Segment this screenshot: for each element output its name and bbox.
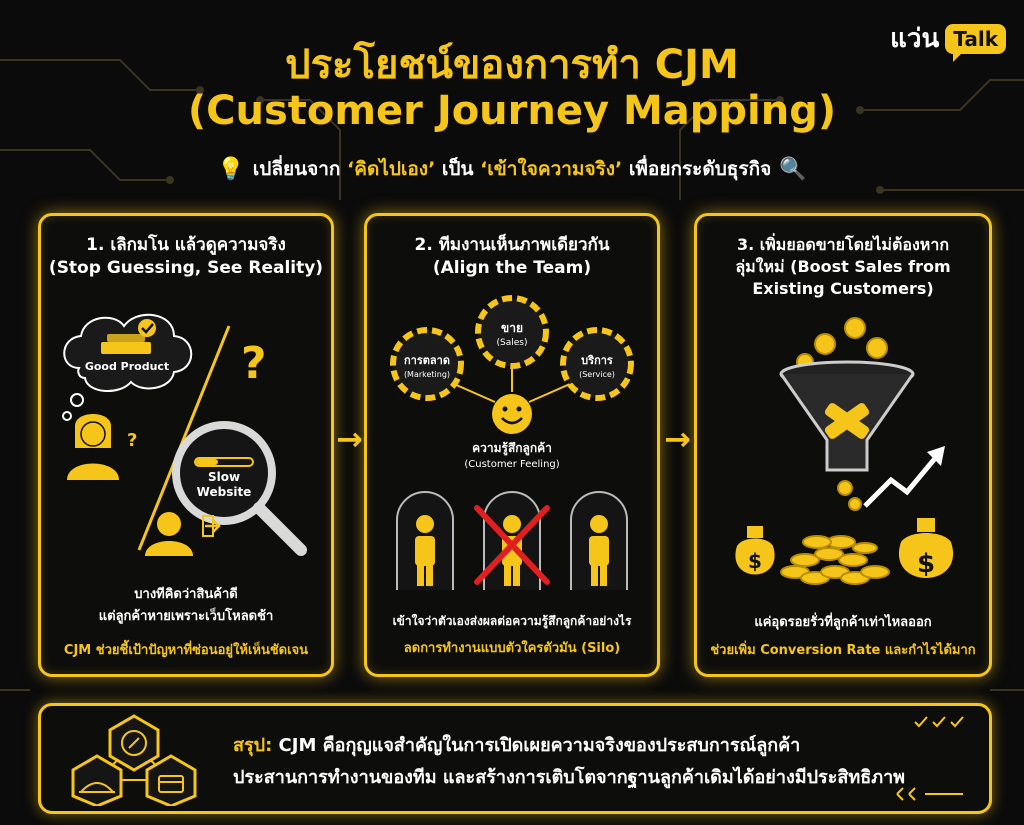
benefit-panel-2: 2. ทีมงานเห็นภาพเดียวกัน (Align the Team… [364,213,660,677]
chevrons-decoration [896,787,963,801]
summary-illustration [71,714,197,806]
leaving-customer-icon [145,512,221,556]
benefit-panel-1: 1. เลิกมโน แล้วดูความจริง (Stop Guessing… [38,213,334,677]
brand-prefix: แว่น [890,24,940,54]
panel-1-title: 1. เลิกมโน แล้วดูความจริง (Stop Guessing… [41,234,331,280]
svg-text:$: $ [748,549,762,573]
bridge-icon [71,754,123,806]
subtitle-part2: เป็น [435,158,481,180]
magnifier-icon: 🔍 [779,157,807,182]
gear-sales-label-en: (Sales) [497,338,528,348]
panel-2-body-1: เข้าใจว่าตัวเองส่งผลต่อความรู้สึกลูกค้าอ… [392,614,632,628]
summary-line-1: สรุป: CJM คือกุญแจสำคัญในการเปิดเผยความจ… [233,730,800,759]
panel-3-title-line1: 3. เพิ่มยอดขายโดยไม่ต้องหาก [737,235,949,254]
gear-sales-label: ขาย [501,321,523,335]
lens-label-2: Website [197,485,252,499]
panel-3-body-1: แค่อุดรอยรั่วที่ลูกค้าเท่าไหลออก [754,615,932,630]
gear-marketing-label-en: (Marketing) [404,370,450,379]
funnel-icon [779,360,915,472]
question-small-icon: ? [127,430,137,451]
subtitle-part1: เปลี่ยนจาก [252,158,348,180]
gear-service: บริการ (Service) [560,327,634,401]
panel-1-title-line1: 1. เลิกมโน แล้วดูความจริง [86,235,286,255]
magnifier-illustration: Slow Website [172,421,307,556]
gear-service-label-en: (Service) [579,370,615,379]
diagonal-divider [137,325,231,551]
page-title-line2: (Customer Journey Mapping) [187,88,837,134]
smiley-heart-icon [492,394,532,434]
growth-arrow-icon [863,446,945,508]
panel-1-body-1: บางทีคิดว่าสินค้าดี [134,587,238,602]
summary-text-1: CJM คือกุญแจสำคัญในการเปิดเผยความจริงของ… [272,735,801,756]
subtitle-highlight1: ‘คิดไปเอง’ [347,158,436,180]
lens-label-1: Slow [208,470,240,484]
panel-1-title-line2: (Stop Guessing, See Reality) [48,258,324,278]
silo-person-3 [570,491,628,590]
panel-2-title-line1: 2. ทีมงานเห็นภาพเดียวกัน [414,235,610,255]
svg-text:$: $ [917,549,935,579]
thought-cloud: Good Product [62,313,193,421]
panel-2-title-line2: (Align the Team) [432,258,592,278]
panel-3-title-line2: ลุ่มใหม่ (Boost Sales from [735,257,951,276]
panel-3-title: 3. เพิ่มยอดขายโดยไม่ต้องหาก ลุ่มใหม่ (Bo… [697,234,989,300]
gear-sales: ขาย (Sales) [475,295,549,369]
feeling-label-en: (Customer Feeling) [464,459,559,470]
check-marks-decoration [914,716,964,728]
subtitle-part3: เพื่อยกระดับธุรกิจ [622,158,772,180]
chest-icon [145,754,197,806]
page-title-line1: ประโยชน์ของการทำ CJM [285,42,739,88]
page-subtitle: 💡 เปลี่ยนจาก ‘คิดไปเอง’ เป็น ‘เข้าใจความจ… [0,154,1024,184]
panel-3-title-line3: Existing Customers) [752,279,934,298]
lightbulb-icon: 💡 [217,157,245,182]
brand-logo: แว่น Talk [890,18,1006,62]
panel-3-illustration: $ $ [735,317,954,585]
panel-2-title: 2. ทีมงานเห็นภาพเดียวกัน (Align the Team… [367,234,657,280]
summary-box: สรุป: CJM คือกุญแจสำคัญในการเปิดเผยความจ… [38,703,992,814]
question-icon: ? [241,338,267,389]
brand-badge: Talk [945,23,1006,62]
gear-service-label: บริการ [581,354,613,367]
summary-label: สรุป: [233,735,273,756]
gear-marketing-label: การตลาด [404,354,450,367]
panel-3-body-2: ช่วยเพิ่ม Conversion Rate และกำไรได้มาก [710,643,976,658]
flow-arrow-2: → [664,420,691,458]
benefit-panel-3: 3. เพิ่มยอดขายโดยไม่ต้องหาก ลุ่มใหม่ (Bo… [694,213,992,677]
compass-icon [108,714,160,772]
subtitle-highlight2: ‘เข้าใจความจริง’ [480,158,623,180]
worried-woman-icon [67,414,119,480]
panel-1-body-2: แต่ลูกค้าหายเพราะเว็บโหลดช้า [98,609,274,624]
gear-marketing: การตลาด (Marketing) [390,327,464,401]
feeling-label: ความรู้สึกลูกค้า [472,441,552,456]
cloud-label: Good Product [85,360,169,373]
summary-line-2: ประสานการทำงานของทีม และสร้างการเติบโตจา… [233,767,906,788]
panel-2-illustration: ขาย (Sales) การตลาด (Marketing) บริการ (… [390,295,634,590]
cross-mark-icon [474,505,550,585]
flow-arrow-1: → [336,420,363,458]
panel-1-illustration: Good Product ? ? Slow Website [62,313,307,556]
money-bag-icon: $ $ [735,518,954,579]
panel-2-body-2: ลดการทำงานแบบตัวใครตัวมัน (Silo) [403,641,621,656]
silo-person-1 [396,491,454,590]
panel-1-body-3: CJM ช่วยชี้เป้าปัญหาที่ซ่อนอยู่ให้เห็นชั… [63,643,309,658]
